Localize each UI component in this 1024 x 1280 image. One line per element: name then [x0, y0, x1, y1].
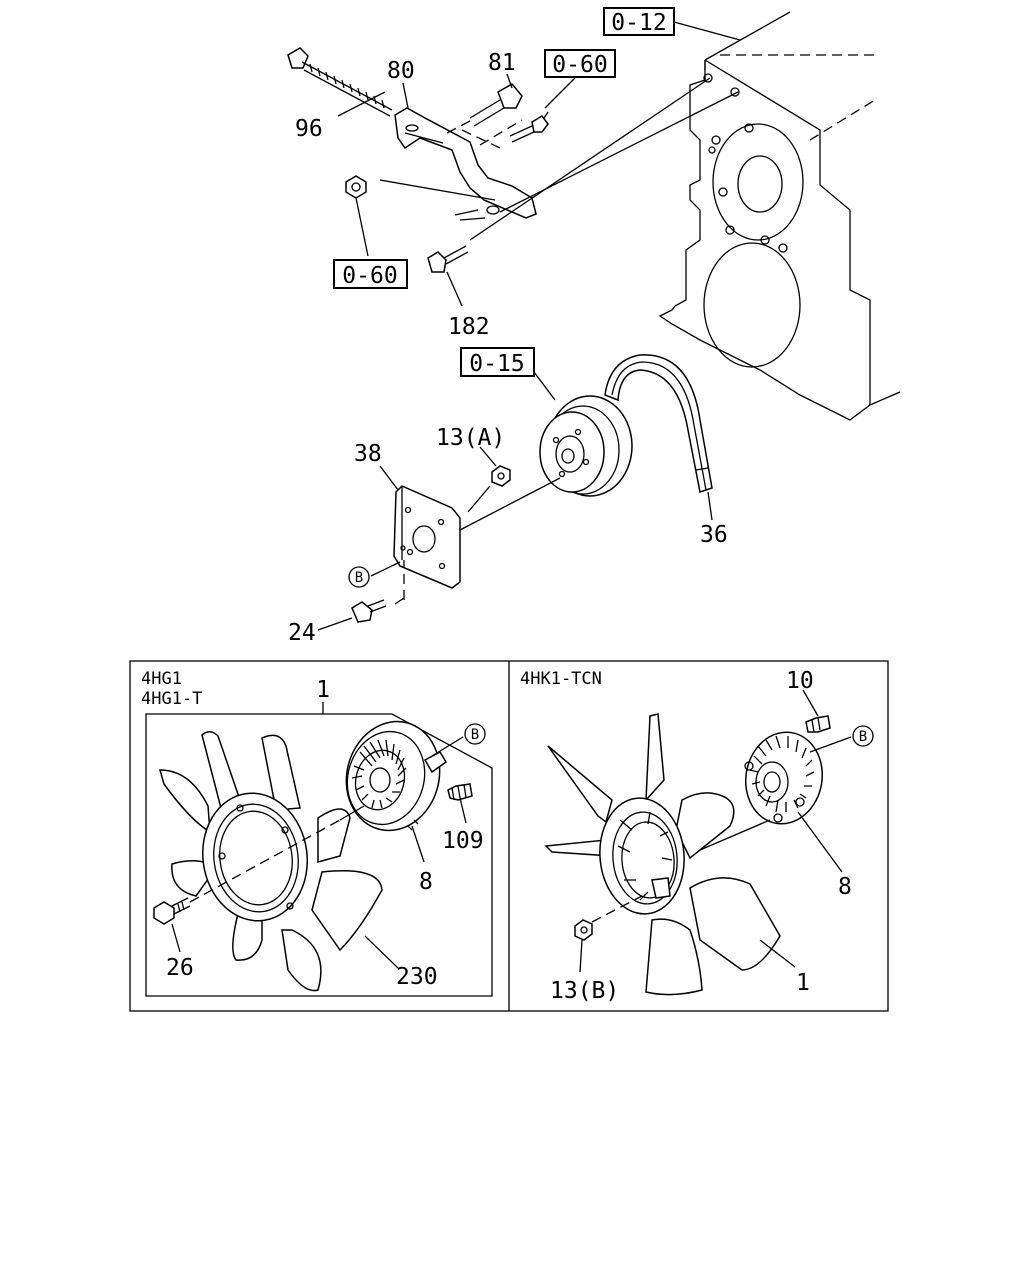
adjust-bolt-81 — [446, 83, 523, 134]
nut-0-60-left — [345, 175, 367, 199]
callout-10: 10 — [786, 668, 814, 694]
callout-8-left: 8 — [419, 869, 433, 895]
panel-4hg1: 4HG1 4HG1-T — [141, 669, 493, 997]
variant-panel-frame — [129, 660, 889, 1012]
upper-leaders — [317, 21, 741, 631]
callout-13a: 13(A) — [436, 425, 505, 451]
callout-109: 109 — [442, 828, 484, 854]
nut-13a — [491, 465, 511, 487]
adapter-plate-38 — [393, 485, 461, 589]
callout-b-right: B — [852, 725, 874, 747]
engine-front-cover — [658, 11, 901, 421]
panel-4hk1-tcn: 4HK1-TCN — [520, 668, 874, 1004]
stud-0-60 — [461, 111, 549, 149]
callout-36: 36 — [700, 522, 728, 548]
fan-230 — [159, 731, 383, 992]
reference-0-60-left: 0-60 — [333, 259, 408, 289]
bolt-24 — [351, 599, 387, 623]
callout-80: 80 — [387, 58, 415, 84]
bolt-96 — [287, 47, 393, 117]
engine-label-4hg1: 4HG1 — [141, 669, 182, 689]
callout-13b: 13(B) — [550, 978, 619, 1004]
bolt-182 — [427, 245, 469, 273]
svg-text:0-60: 0-60 — [342, 263, 397, 289]
bracket-80 — [394, 107, 537, 219]
callout-b-left: B — [464, 723, 486, 745]
callout-230: 230 — [396, 964, 438, 990]
fan-clutch-8-right — [744, 731, 824, 825]
callout-24: 24 — [288, 620, 316, 646]
svg-text:B: B — [355, 570, 363, 586]
svg-text:0-12: 0-12 — [611, 10, 666, 36]
stud-10 — [805, 715, 831, 733]
callout-81: 81 — [488, 50, 516, 76]
engine-label-4hg1-t: 4HG1-T — [141, 689, 202, 709]
tension-bracket-group — [287, 47, 739, 273]
callout-b-upper: B — [348, 566, 370, 588]
svg-text:B: B — [859, 729, 867, 745]
fan-1-right — [544, 713, 781, 996]
callout-182: 182 — [448, 314, 490, 340]
stud-109 — [447, 783, 473, 801]
callout-38: 38 — [354, 441, 382, 467]
callout-26: 26 — [166, 955, 194, 981]
fan-clutch-8 — [345, 720, 447, 832]
pulley-assembly — [351, 354, 713, 623]
bolt-26 — [153, 897, 191, 925]
callout-96: 96 — [295, 116, 323, 142]
svg-text:0-15: 0-15 — [469, 351, 524, 377]
reference-0-15: 0-15 — [460, 347, 535, 377]
fan-belt-36 — [604, 354, 713, 493]
nut-13b — [574, 919, 593, 941]
reference-0-60-top: 0-60 — [544, 49, 616, 78]
callout-1-right: 1 — [796, 970, 810, 996]
svg-text:0-60: 0-60 — [552, 52, 607, 78]
fan-pulley — [539, 395, 633, 497]
svg-text:B: B — [471, 727, 479, 743]
callout-1-left: 1 — [316, 677, 330, 703]
reference-0-12: 0-12 — [603, 7, 675, 36]
engine-label-4hk1-tcn: 4HK1-TCN — [520, 669, 602, 689]
callout-8-right: 8 — [838, 874, 852, 900]
